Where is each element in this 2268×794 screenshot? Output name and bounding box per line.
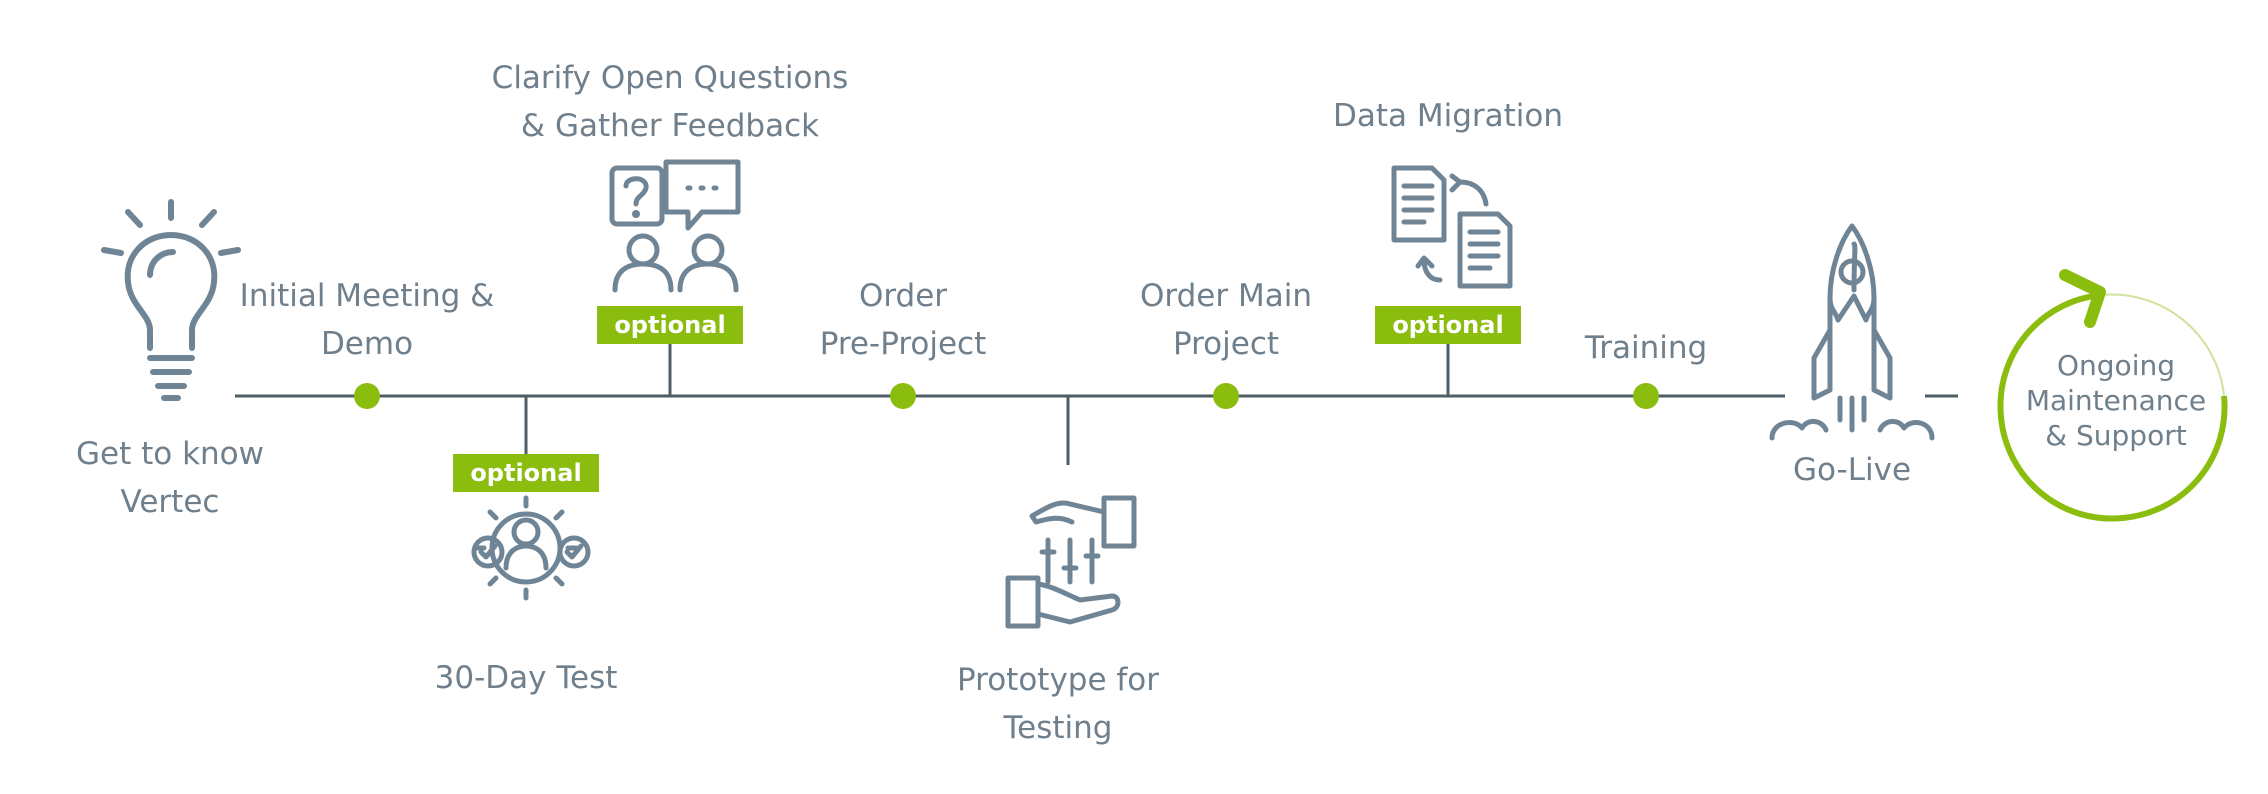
label-30-day-test: 30-Day Test: [434, 660, 618, 696]
milestone-dots: [354, 383, 1659, 409]
label-clarify: Clarify Open Questions & Gather Feedback: [491, 60, 849, 144]
badge-optional-clarify: optional: [597, 306, 743, 344]
circular-arrow-icon: [1997, 269, 2228, 522]
dot-order-pre-project: [890, 383, 916, 409]
rocket-icon: [1769, 223, 1935, 441]
label-go-live: Go-Live: [1792, 452, 1912, 488]
label-training: Training: [1584, 330, 1708, 366]
dot-initial-meeting: [354, 383, 380, 409]
label-order-pre-project: Order Pre-Project: [819, 278, 987, 362]
label-order-main-project: Order Main Project: [1140, 278, 1312, 362]
documents-migration-icon: [1391, 165, 1513, 289]
badge-optional-data-migration: optional: [1375, 306, 1521, 344]
handshake-sliders-icon: [1005, 495, 1137, 629]
dot-training: [1633, 383, 1659, 409]
label-initial-meeting: Initial Meeting & Demo: [239, 278, 495, 362]
badge-optional-30-day-test: optional: [453, 454, 599, 492]
dot-order-main-project: [1213, 383, 1239, 409]
user-gear-checks-icon: [471, 495, 591, 601]
label-get-to-know: Get to know Vertec: [76, 436, 264, 520]
label-ongoing: Ongoing Maintenance & Support: [2025, 349, 2207, 452]
label-prototype: Prototype for Testing: [956, 662, 1160, 746]
timeline-line: [235, 343, 1958, 465]
lightbulb-icon: [101, 199, 241, 401]
label-data-migration: Data Migration: [1332, 98, 1564, 134]
people-questions-icon: [609, 159, 741, 293]
